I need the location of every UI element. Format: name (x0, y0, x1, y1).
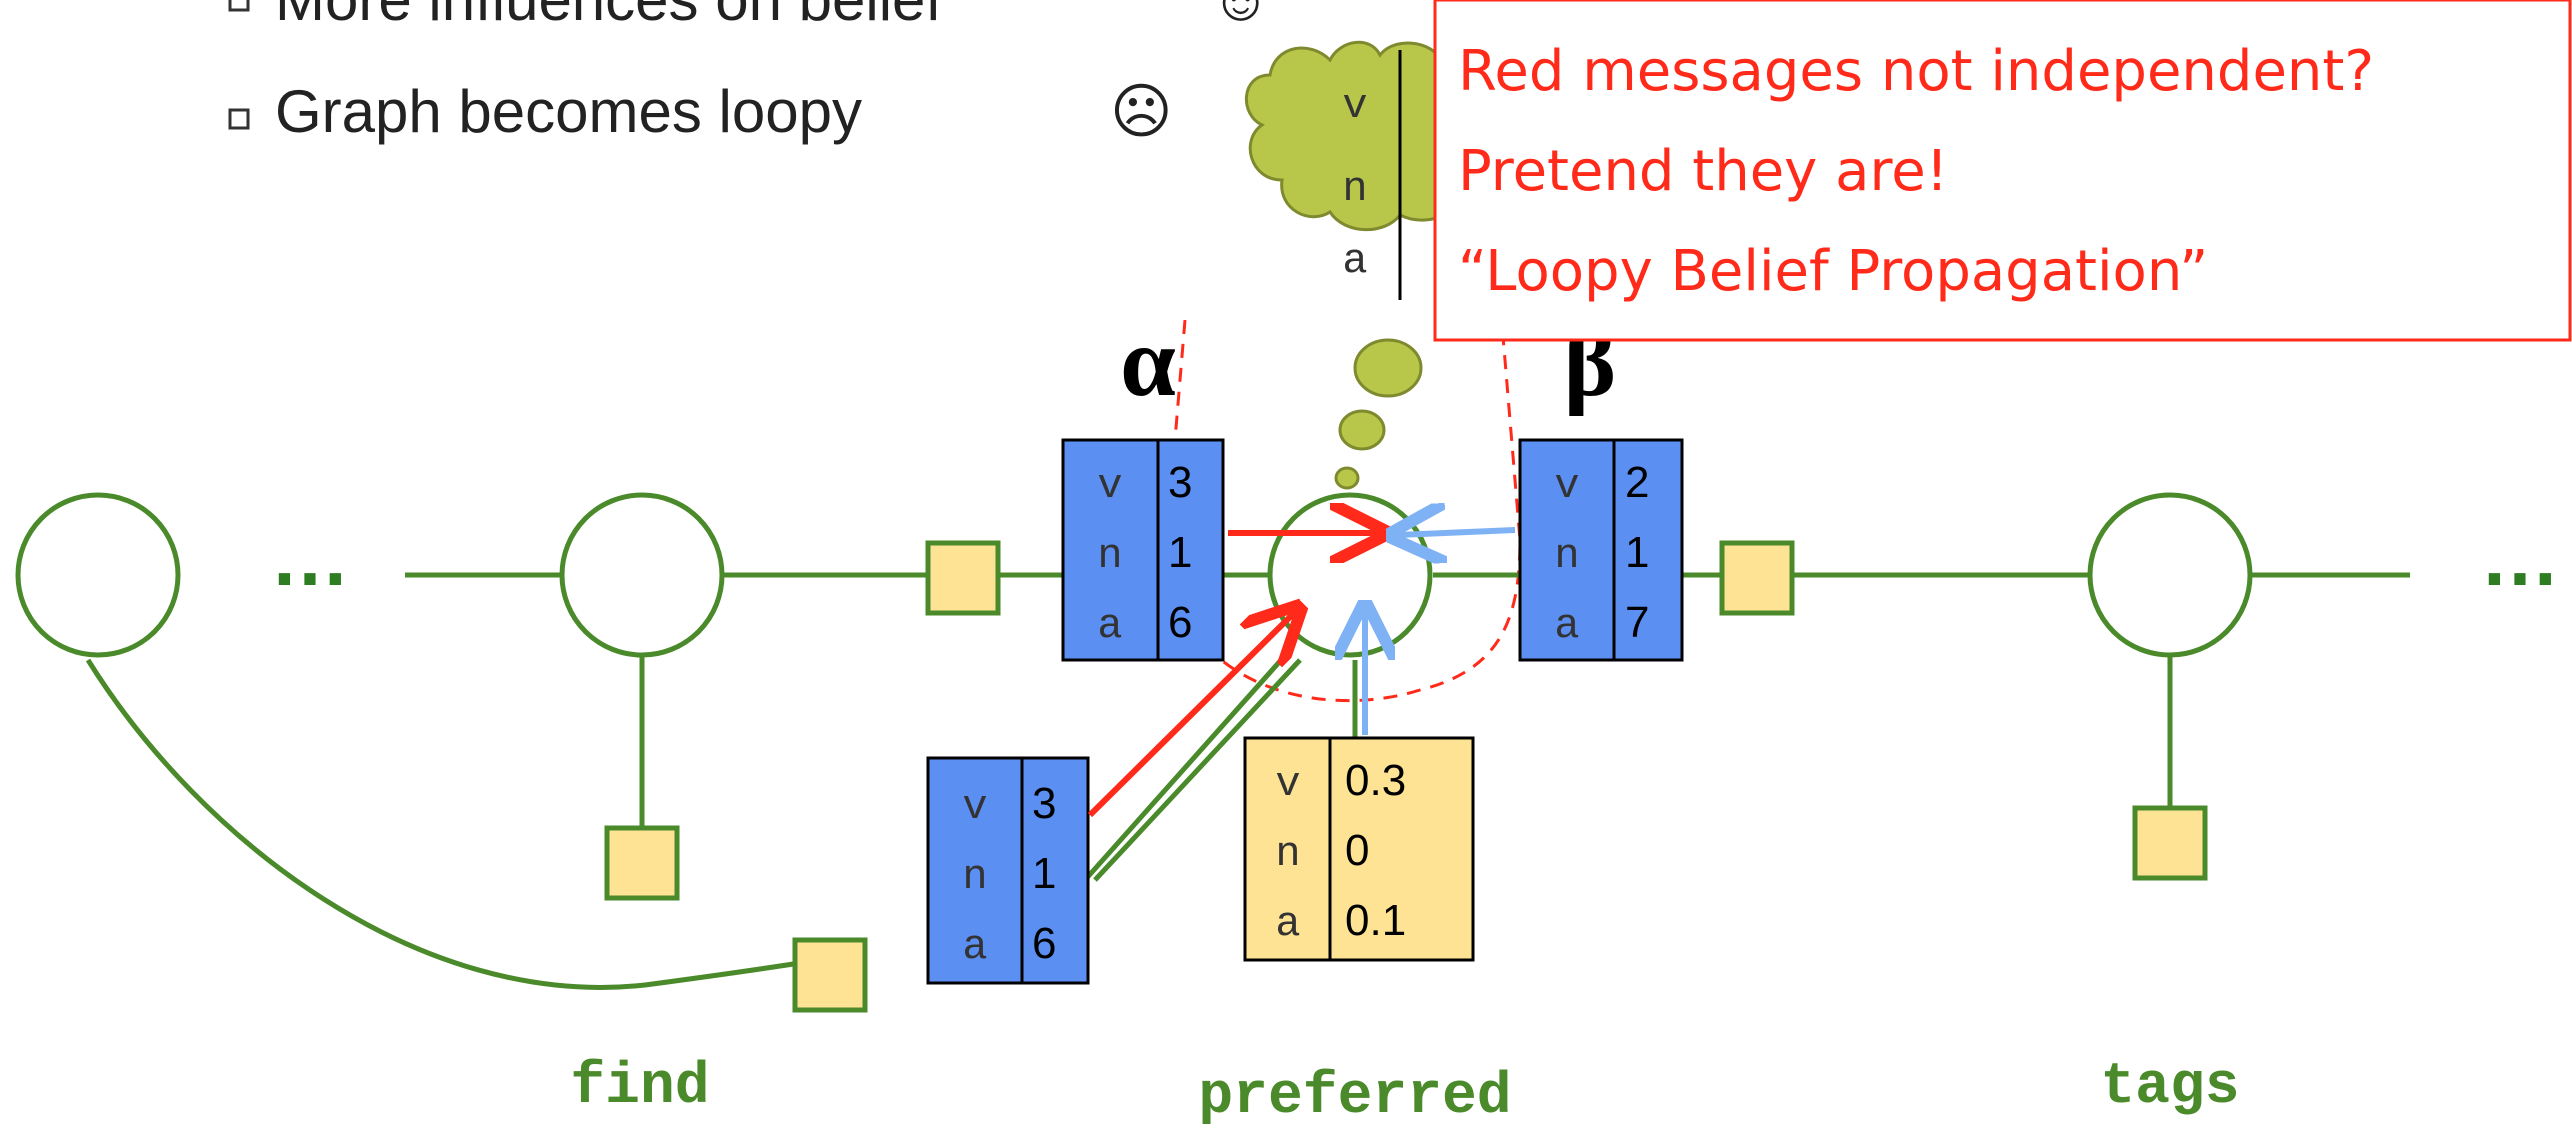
unary-value-v: 0.3 (1345, 756, 1406, 805)
thought-label-n: n (1342, 165, 1367, 213)
msg-beta-label-a: a (1554, 602, 1579, 650)
red-arrow-loop (1087, 612, 1295, 818)
word-tags: tags (2100, 1055, 2239, 1120)
blue-arrow-beta (1398, 530, 1516, 535)
word-find: find (570, 1055, 709, 1120)
thought-table: v n a (1342, 50, 1402, 300)
variable-node-preferred (1267, 492, 1433, 658)
ellipsis-left: … (270, 513, 350, 602)
alpha-label: α (1120, 306, 1176, 417)
msg-alpha-value-a: 6 (1168, 598, 1192, 647)
bullet-text-loopy: Graph becomes loopy (275, 78, 862, 145)
message-beta: v n a 2 1 7 (1518, 438, 1684, 662)
bullet-square-icon (228, 0, 250, 12)
variable-node-tags (2087, 492, 2253, 658)
msg-beta-value-n: 1 (1625, 528, 1649, 577)
thought-label-v: v (1342, 82, 1367, 130)
unary-label-n: n (1275, 830, 1300, 878)
frown-icon: ☹ (1110, 78, 1173, 145)
msg-alpha-label-a: a (1097, 602, 1122, 650)
variable-node-far-left (15, 492, 181, 658)
unary-label-v: v (1275, 760, 1300, 808)
msg-loop-label-n: n (962, 853, 987, 901)
bullet-list: More influences on belief ☺ Graph become… (228, 0, 1271, 145)
message-arrows (1087, 530, 1516, 818)
msg-loop-value-n: 1 (1032, 849, 1056, 898)
msg-loop-label-a: a (962, 923, 987, 971)
unary-value-n: 0 (1345, 826, 1369, 875)
bullet-item-influences: More influences on belief ☺ (228, 0, 1271, 33)
factor-square (925, 540, 1001, 616)
message-loop: v n a 3 1 6 (926, 756, 1090, 985)
msg-alpha-value-n: 1 (1168, 528, 1192, 577)
callout-line-3: “Loopy Belief Propagation” (1458, 239, 2208, 304)
unary-value-a: 0.1 (1345, 896, 1406, 945)
msg-beta-value-v: 2 (1625, 458, 1649, 507)
msg-loop-value-v: 3 (1032, 779, 1056, 828)
unary-label-a: a (1275, 900, 1300, 948)
factor-square (792, 937, 868, 1013)
ellipsis-right: … (2480, 513, 2560, 602)
factor-square (1719, 540, 1795, 616)
thought-label-a: a (1342, 237, 1367, 285)
word-preferred: preferred (1198, 1065, 1511, 1129)
bullet-text-influences: More influences on belief (275, 0, 942, 33)
msg-alpha-label-v: v (1097, 462, 1122, 510)
msg-alpha-label-n: n (1097, 532, 1122, 580)
msg-loop-value-a: 6 (1032, 919, 1056, 968)
message-alpha: v n a 3 1 6 (1061, 438, 1225, 662)
callout-box: Red messages not independent? Pretend th… (1433, 0, 2572, 342)
msg-beta-label-v: v (1554, 462, 1579, 510)
unary-factor-table: v n a 0.3 0 0.1 (1243, 736, 1475, 962)
msg-beta-value-a: 7 (1625, 598, 1649, 647)
callout-line-1: Red messages not independent? (1458, 39, 2374, 104)
factor-squares (604, 540, 2208, 1013)
bullet-square-icon (228, 108, 250, 130)
msg-beta-label-n: n (1554, 532, 1579, 580)
thought-cloud: v n a (1245, 40, 1490, 490)
callout-line-2: Pretend they are! (1458, 139, 1948, 204)
msg-alpha-value-v: 3 (1168, 458, 1192, 507)
factor-square (2132, 805, 2208, 881)
bullet-item-loopy: Graph becomes loopy ☹ (228, 78, 1173, 145)
smiley-icon: ☺ (1210, 0, 1271, 33)
msg-loop-label-v: v (962, 783, 987, 831)
variable-node-find (559, 492, 725, 658)
factor-square (604, 825, 680, 901)
